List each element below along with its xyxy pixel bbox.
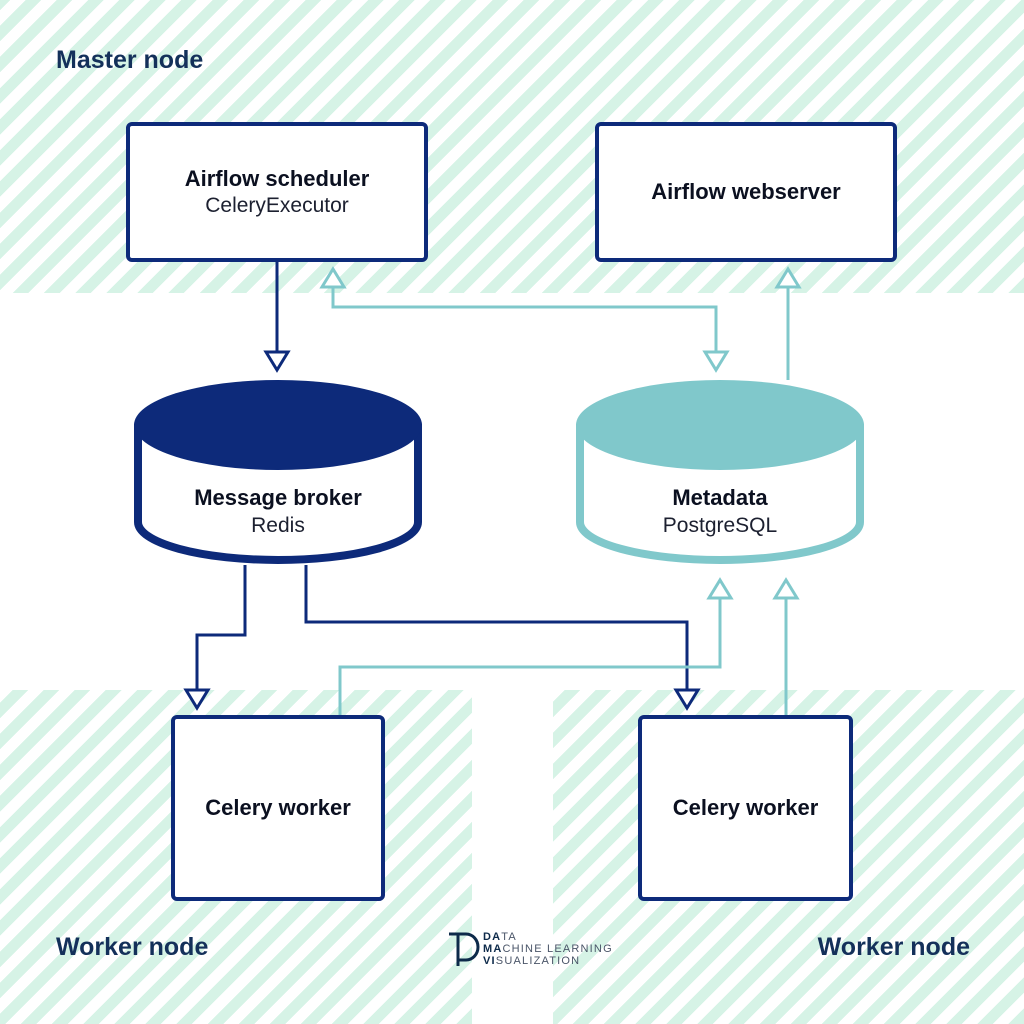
airflow-webserver-box: Airflow webserver	[595, 122, 897, 262]
webserver-title: Airflow webserver	[651, 179, 841, 205]
celery-worker-box-left: Celery worker	[171, 715, 385, 901]
logo-mark-icon	[449, 932, 480, 966]
arrow-worker-left-to-metadata	[338, 577, 734, 715]
arrow-metadata-scheduler	[319, 266, 730, 373]
worker-left-title: Celery worker	[205, 795, 351, 821]
arrow-broker-to-worker-left	[183, 565, 247, 711]
arrow-metadata-to-webserver	[774, 266, 802, 380]
arrow-worker-right-to-metadata	[772, 577, 800, 715]
metadata-subtitle: PostgreSQL	[662, 513, 778, 537]
broker-subtitle: Redis	[251, 513, 305, 537]
worker-node-label-left: Worker node	[56, 933, 209, 961]
arrow-scheduler-to-broker	[263, 262, 291, 373]
broker-title: Message broker	[194, 485, 362, 510]
message-broker-label: Message broker Redis	[134, 484, 422, 539]
logo-wordmark: DATA MACHINE LEARNING VISUALIZATION	[483, 931, 613, 967]
scheduler-title: Airflow scheduler	[184, 165, 370, 191]
celery-worker-box-right: Celery worker	[638, 715, 853, 901]
worker-node-label-right: Worker node	[817, 933, 970, 961]
scheduler-subtitle: CeleryExecutor	[205, 194, 349, 218]
metadata-cylinder	[576, 380, 864, 564]
metadata-label: Metadata PostgreSQL	[576, 484, 864, 539]
master-node-label: Master node	[56, 46, 204, 74]
arrow-broker-to-worker-right	[304, 565, 701, 711]
airflow-scheduler-box: Airflow scheduler CeleryExecutor	[126, 122, 428, 262]
message-broker-cylinder	[134, 380, 422, 564]
dmlv-logo: DATA MACHINE LEARNING VISUALIZATION	[446, 928, 626, 972]
worker-right-title: Celery worker	[672, 795, 819, 821]
metadata-title: Metadata	[672, 485, 768, 510]
